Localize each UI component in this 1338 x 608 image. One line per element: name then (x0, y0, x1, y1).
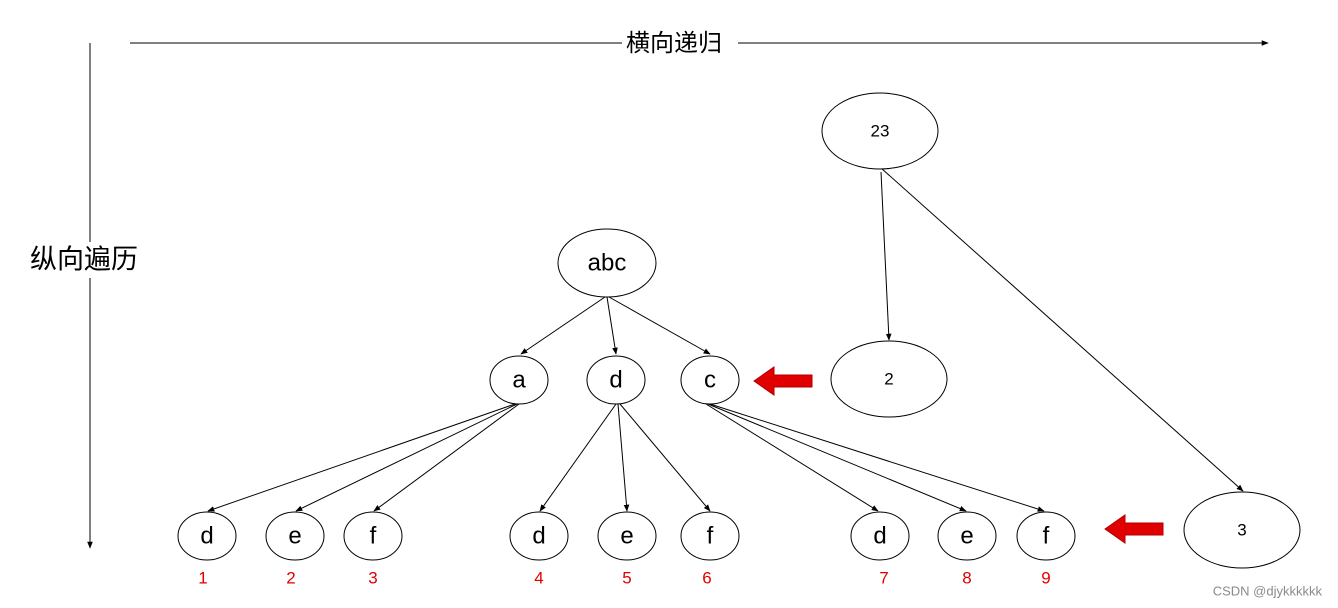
order-label-4: 4 (534, 569, 543, 588)
edge-d-to-e (617, 403, 630, 512)
node-23-label: 23 (871, 122, 890, 141)
leaf-a-d: d (177, 511, 237, 561)
horizontal-axis-label: 横向递归 (626, 29, 722, 57)
edge-c-to-d (705, 403, 879, 512)
vertical-axis-label-bg (28, 242, 150, 278)
order-label-8: 8 (962, 569, 971, 588)
leaf-a-f: f (343, 511, 403, 561)
watermark: CSDN @djykkkkkk (1213, 584, 1323, 599)
node-d-label: d (609, 367, 622, 394)
node-c: c (680, 355, 740, 405)
leaf-a-f-label: f (370, 523, 377, 550)
leaf-c-d-label: d (873, 523, 886, 550)
node-a: a (489, 355, 549, 405)
letter-tree-edges (207, 296, 1045, 512)
node-2-label: 2 (884, 370, 893, 389)
vertical-axis: 纵向遍历 (28, 43, 150, 549)
edge-abc-to-a (520, 296, 606, 355)
leaf-c-e-label: e (960, 523, 973, 550)
order-label-5: 5 (622, 569, 631, 588)
order-label-9: 9 (1041, 569, 1050, 588)
digit-tree-edges (880, 167, 1244, 492)
edge-d-to-f (619, 403, 711, 512)
leaf-d-f: f (680, 511, 740, 561)
highlight-arrow-level-1 (753, 366, 813, 396)
edge-abc-to-c (608, 296, 711, 355)
leaf-a-e: e (265, 511, 325, 561)
order-label-3: 3 (368, 569, 377, 588)
leaf-d-d: d (509, 511, 569, 561)
edge-23-to-2 (880, 171, 892, 341)
leaf-a-e-label: e (288, 523, 301, 550)
leaf-d-e: e (597, 511, 657, 561)
node-3-label: 3 (1237, 521, 1246, 540)
node-a-label: a (512, 367, 526, 394)
edge-a-to-d (207, 403, 516, 512)
node-c-label: c (704, 367, 716, 394)
order-label-1: 1 (198, 569, 207, 588)
node-3: 3 (1183, 491, 1301, 569)
order-label-2: 2 (286, 569, 295, 588)
order-label-6: 6 (702, 569, 711, 588)
leaf-c-e: e (937, 511, 997, 561)
edge-c-to-e (707, 403, 967, 512)
leaf-c-d: d (850, 511, 910, 561)
node-abc-label: abc (588, 250, 627, 277)
order-label-7: 7 (879, 569, 888, 588)
leaf-d-d-label: d (532, 523, 545, 550)
leaf-c-f-label: f (1043, 523, 1050, 550)
edge-a-to-e (295, 403, 518, 512)
order-labels: 1 2 3 4 5 6 7 8 9 (198, 569, 1050, 588)
highlight-arrow-level-2 (1104, 514, 1164, 544)
leaf-d-e-label: e (620, 523, 633, 550)
leaf-d-f-label: f (707, 523, 714, 550)
leaf-c-f: f (1016, 511, 1076, 561)
horizontal-axis-label-bg (622, 28, 738, 58)
node-23: 23 (821, 92, 939, 170)
edge-d-to-d (539, 403, 617, 512)
node-abc: abc (557, 228, 657, 298)
node-d: d (586, 355, 646, 405)
horizontal-axis: 横向递归 (130, 28, 1269, 58)
node-2: 2 (830, 340, 948, 418)
edge-a-to-f (373, 403, 520, 512)
edge-c-to-f (709, 403, 1045, 512)
leaf-a-d-label: d (200, 523, 213, 550)
edge-abc-to-d (606, 296, 618, 355)
vertical-axis-label: 纵向遍历 (30, 245, 138, 276)
edge-23-to-3 (880, 167, 1244, 492)
